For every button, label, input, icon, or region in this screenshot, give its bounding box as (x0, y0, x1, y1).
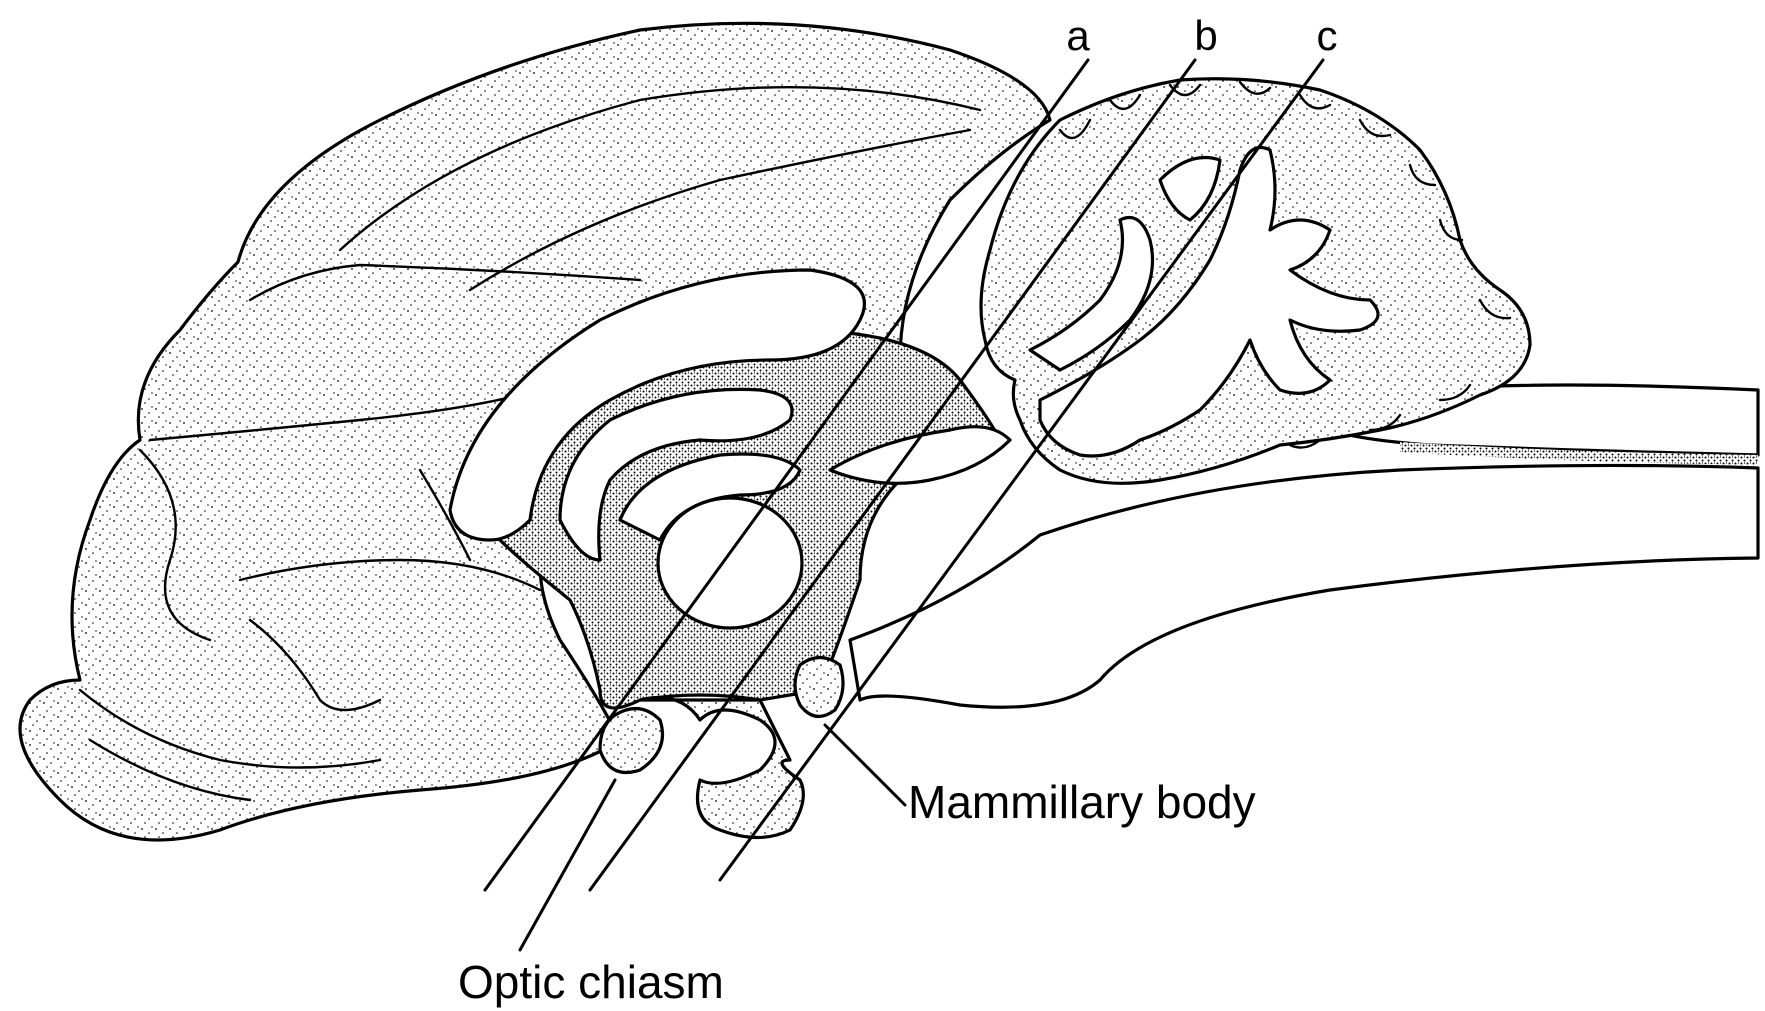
mammillary-body-leader (825, 725, 905, 805)
optic-chiasm-label: Optic chiasm (458, 956, 724, 1008)
cut-label-b: b (1194, 12, 1217, 59)
mammillary-body-shape (795, 658, 843, 717)
mammillary-body-label: Mammillary body (908, 776, 1256, 828)
cut-label-a: a (1066, 12, 1090, 59)
thalamus-circle (658, 498, 802, 628)
cut-label-c: c (1317, 12, 1338, 59)
optic-chiasm-leader (520, 780, 615, 950)
